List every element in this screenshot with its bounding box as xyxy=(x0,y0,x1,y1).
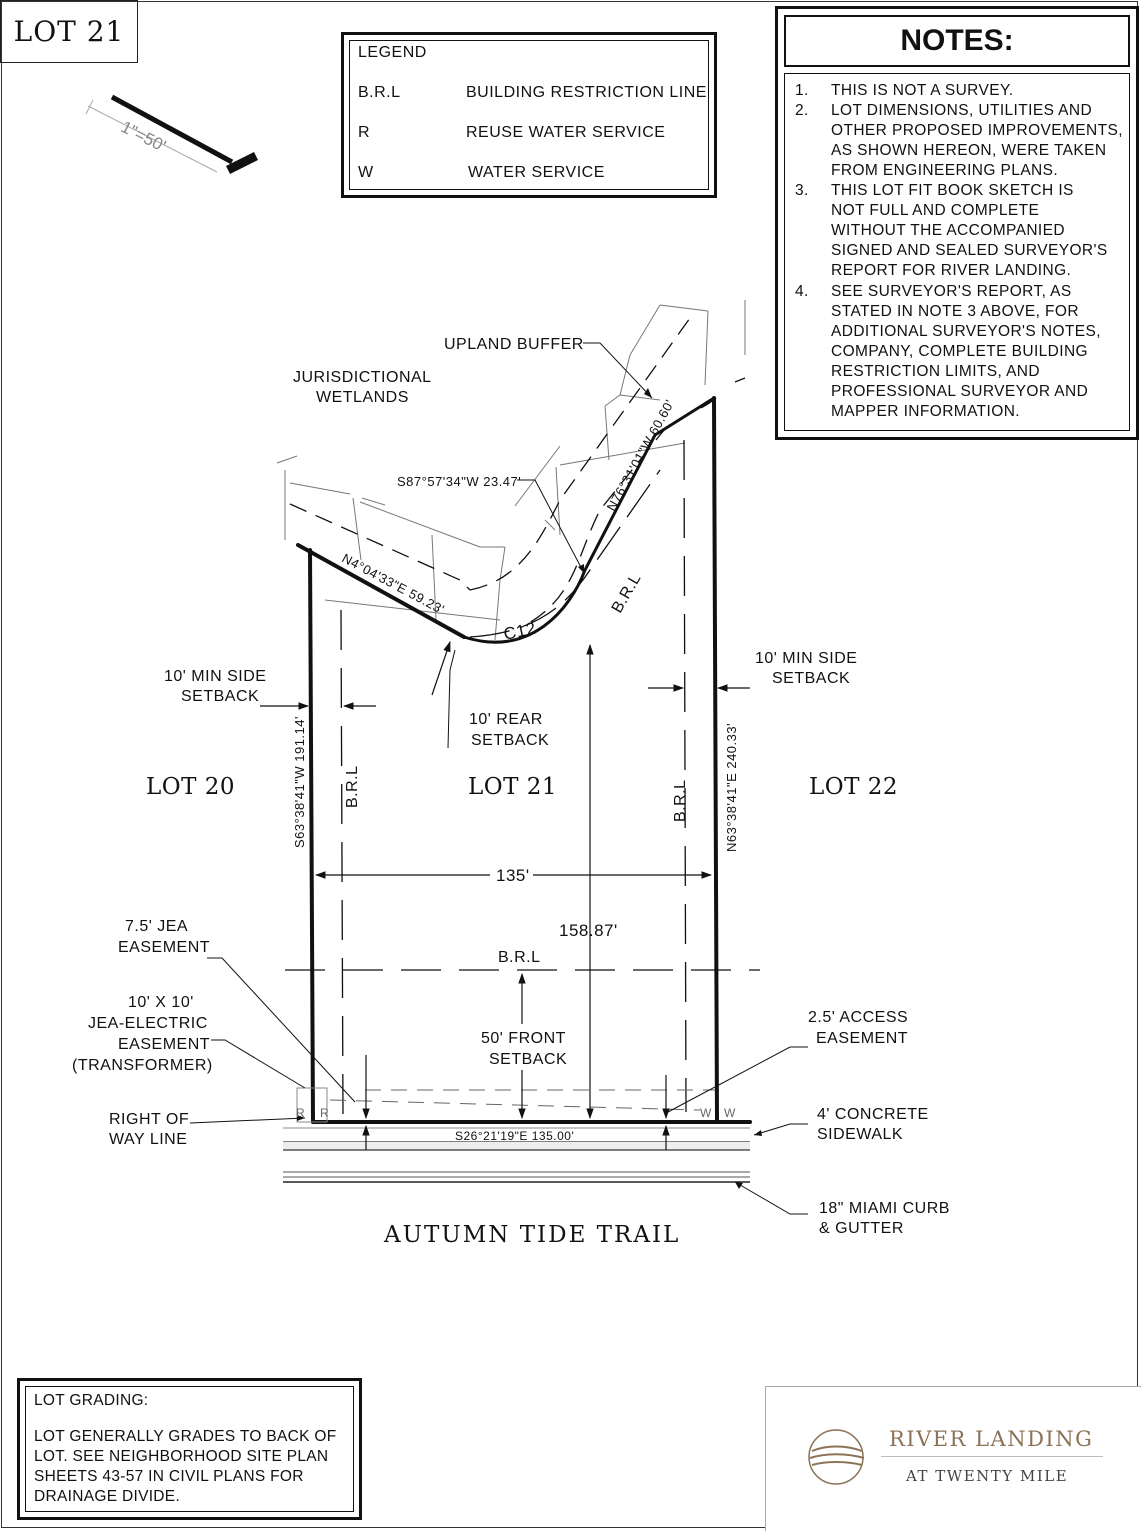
note-text: LOT DIMENSIONS, UTILITIES AND OTHER PROP… xyxy=(831,102,1123,179)
notes: NOTES: 1. THIS IS NOT A SURVEY. 2. LOT D… xyxy=(775,6,1139,440)
reuse-service-mark: R xyxy=(296,1106,305,1120)
legend-abbr: B.R.L xyxy=(358,84,401,101)
jea-easement-label: 7.5' JEA xyxy=(125,918,188,935)
leader-lines xyxy=(189,342,808,1215)
bearing-label: S87°57'34"W 23.47' xyxy=(397,474,521,489)
side-brl-lines xyxy=(285,439,760,1119)
notes-heading: NOTES: xyxy=(784,15,1130,67)
legend-desc: WATER SERVICE xyxy=(468,164,605,181)
curb-and-gutter xyxy=(283,1171,750,1183)
logo-divider xyxy=(881,1456,1103,1457)
brl-label: B.R.L xyxy=(609,571,645,616)
legend-inner-border xyxy=(349,40,709,190)
note-number: 4. xyxy=(795,283,809,300)
bearing-label: N4°04'33"E 59.23' xyxy=(340,550,447,617)
scale-bar: 1"=50' xyxy=(85,94,259,175)
logo-name: RIVER LANDING xyxy=(889,1427,1094,1451)
access-easement-label: EASEMENT xyxy=(816,1030,908,1047)
lot-21-label: LOT 21 xyxy=(468,774,557,800)
rear-brl-curve xyxy=(469,469,661,638)
depth-label: 158.87' xyxy=(559,921,618,940)
reuse-service-mark: R xyxy=(320,1106,329,1120)
curb-label: 18" MIAMI CURB xyxy=(819,1200,950,1217)
row-label: WAY LINE xyxy=(109,1131,187,1148)
logo-emblem-icon xyxy=(808,1429,865,1485)
curve-label: C12 xyxy=(502,619,538,644)
logo-subtitle: AT TWENTY MILE xyxy=(906,1467,1069,1485)
rear-setback-leader xyxy=(447,649,456,749)
side-setback-label: SETBACK xyxy=(772,670,850,687)
lot-22-label: LOT 22 xyxy=(809,774,898,800)
sidewalk-label: 4' CONCRETE xyxy=(817,1106,929,1123)
access-easement-label: 2.5' ACCESS xyxy=(808,1009,908,1026)
sheet-title: LOT 21 xyxy=(0,0,138,63)
legend-heading: LEGEND xyxy=(358,44,427,61)
jea-electric-label: 10' X 10' xyxy=(128,994,194,1011)
width-label: 135' xyxy=(496,866,530,885)
wetlands-label: JURISDICTIONAL xyxy=(293,369,432,386)
lot-grading-text: LOT GENERALLY GRADES TO BACK OF LOT. SEE… xyxy=(34,1428,337,1505)
note-text: THIS LOT FIT BOOK SKETCH IS NOT FULL AND… xyxy=(831,182,1108,279)
bearing-label: N63°38'41"E 240.33' xyxy=(724,723,739,852)
rear-setback-arrow xyxy=(431,640,451,696)
side-setback-label: SETBACK xyxy=(181,688,259,705)
notes-body: 1. THIS IS NOT A SURVEY. 2. LOT DIMENSIO… xyxy=(784,73,1130,431)
brl-label: B.R.L xyxy=(498,949,541,966)
front-bearing-label: S26°21'19"E 135.00' xyxy=(455,1129,574,1143)
jea-easement-label: EASEMENT xyxy=(118,939,210,956)
note-number: 1. xyxy=(795,82,809,99)
note-number: 3. xyxy=(795,182,809,199)
upland-buffer-label: UPLAND BUFFER xyxy=(444,336,584,353)
side-setback-label: 10' MIN SIDE xyxy=(755,650,857,667)
jea-electric-label: EASEMENT xyxy=(118,1036,210,1053)
jea-electric-label: (TRANSFORMER) xyxy=(72,1057,213,1074)
lot-boundary xyxy=(296,396,752,1124)
legend-desc: REUSE WATER SERVICE xyxy=(466,124,666,141)
jea-electric-label: JEA-ELECTRIC xyxy=(88,1015,208,1032)
wetlands-label: WETLANDS xyxy=(316,389,409,406)
lot-grading-inner-border: LOT GRADING: LOT GENERALLY GRADES TO BAC… xyxy=(25,1386,354,1512)
bearing-label: S63°38'41"W 191.14' xyxy=(292,716,307,848)
legend-abbr: R xyxy=(358,124,371,141)
lot-20-label: LOT 20 xyxy=(146,774,235,800)
lot-grading-box: LOT GRADING: LOT GENERALLY GRADES TO BAC… xyxy=(17,1378,362,1520)
rear-setback-label: SETBACK xyxy=(471,732,549,749)
note-text: THIS IS NOT A SURVEY. xyxy=(831,82,1014,99)
note-text: SEE SURVEYOR'S REPORT, AS STATED IN NOTE… xyxy=(831,283,1101,420)
brl-label: B.R.L xyxy=(344,765,361,808)
rear-setback-label: 10' REAR xyxy=(469,711,543,728)
legend: LEGEND B.R.L BUILDING RESTRICTION LINE R… xyxy=(341,32,717,198)
water-service-mark: W xyxy=(700,1106,712,1120)
lot-grading-heading: LOT GRADING: xyxy=(34,1392,149,1409)
brl-label: B.R.L xyxy=(672,779,689,822)
river-landing-logo: RIVER LANDING AT TWENTY MILE xyxy=(765,1386,1141,1531)
sidewalk-label: SIDEWALK xyxy=(817,1126,903,1143)
note-number: 2. xyxy=(795,102,809,119)
curb-label: & GUTTER xyxy=(819,1220,904,1237)
legend-desc: BUILDING RESTRICTION LINE xyxy=(466,84,707,101)
side-setback-label: 10' MIN SIDE xyxy=(164,668,266,685)
front-setback-label: SETBACK xyxy=(489,1051,567,1068)
easement-line xyxy=(329,1089,715,1111)
legend-abbr: W xyxy=(358,164,374,181)
row-label: RIGHT OF xyxy=(109,1111,189,1128)
water-service-mark: W xyxy=(724,1106,736,1120)
transformer-easement-box xyxy=(296,1087,328,1123)
front-setback-label: 50' FRONT xyxy=(481,1030,566,1047)
sidewalk xyxy=(283,1127,750,1151)
upland-buffer-line xyxy=(289,317,746,629)
street-name: AUTUMN TIDE TRAIL xyxy=(383,1222,680,1248)
